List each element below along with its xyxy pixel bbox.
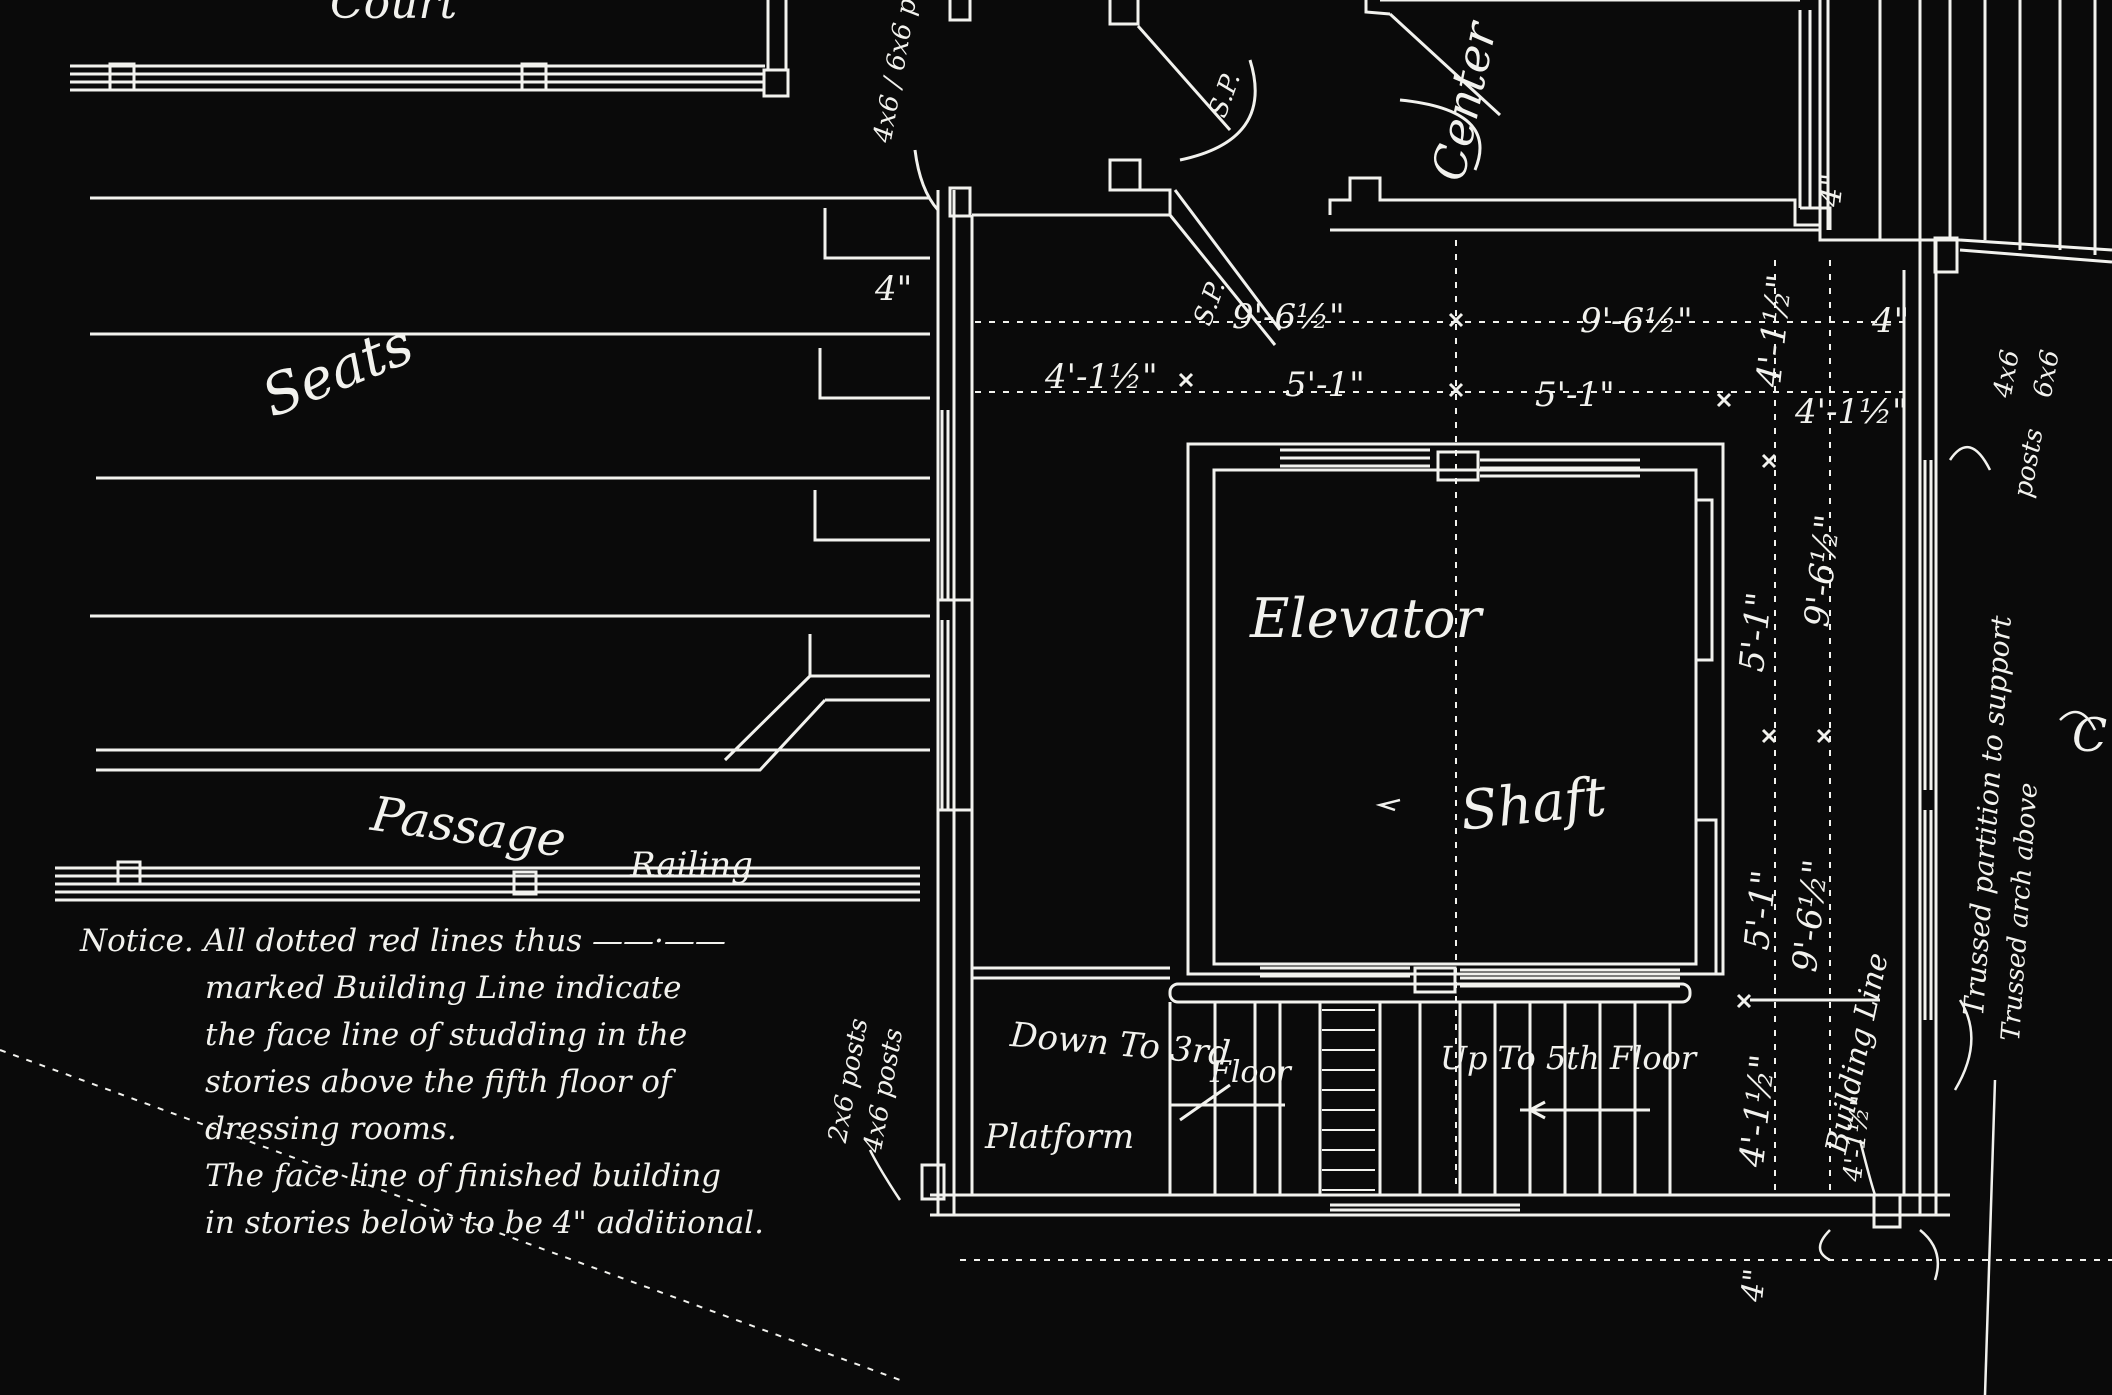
shaft-label: Shaft bbox=[1457, 764, 1609, 843]
notice-line-6: The face line of finished building bbox=[205, 1158, 722, 1194]
dim-4in-top: 4" bbox=[1872, 301, 1910, 341]
notice-line-4: stories above the fifth floor of bbox=[205, 1064, 672, 1100]
shaft-walls bbox=[920, 158, 1960, 1229]
stair-hatch bbox=[1322, 1009, 1375, 1191]
c-right-label: C bbox=[2072, 708, 2108, 762]
dim-9-6-b: 9'-6½" bbox=[1580, 301, 1693, 341]
court-label: Court bbox=[330, 0, 458, 29]
notice-line-2: marked Building Line indicate bbox=[205, 970, 682, 1006]
lower-railing bbox=[55, 860, 920, 902]
dim-4-1-b: 4'-1½" bbox=[1795, 392, 1908, 432]
dim-5-1-a: 5'-1" bbox=[1285, 365, 1365, 405]
notice-text: Notice. All dotted red lines thus ——·—— … bbox=[80, 918, 880, 1247]
seat-rows bbox=[90, 196, 930, 772]
notice-line-1: Notice. All dotted red lines thus ——·—— bbox=[80, 923, 726, 959]
dim-5-1-b: 5'-1" bbox=[1535, 375, 1615, 415]
leader-lines bbox=[868, 445, 2097, 1395]
elevator-label: Elevator bbox=[1250, 587, 1482, 650]
dim-4-1-a: 4'-1½" bbox=[1045, 357, 1158, 397]
stair-grid bbox=[1168, 982, 1880, 1195]
vdim-5-1-a: 5'-1" bbox=[1732, 590, 1781, 674]
dim-4in-bottom: 4" bbox=[1735, 1266, 1774, 1304]
top-railing bbox=[70, 62, 790, 98]
post-4x6-label: 4x6 bbox=[1988, 347, 2026, 400]
dim-4in-right: 4" bbox=[1813, 171, 1852, 209]
post-6x6-label: 6x6 bbox=[2028, 347, 2066, 400]
dimension-lines bbox=[0, 240, 2112, 1381]
up-to-5th-label: Up To 5th Floor bbox=[1440, 1039, 1697, 1077]
vdim-5-1-b: 5'-1" bbox=[1737, 868, 1786, 952]
railing-label: Railing bbox=[630, 845, 753, 885]
platform-label: Platform bbox=[985, 1117, 1135, 1157]
floor-label: Floor bbox=[1210, 1055, 1291, 1090]
cross-marks bbox=[1178, 312, 1832, 1009]
notice-line-7: in stories below to be 4" additional. bbox=[205, 1205, 764, 1241]
dim-9-6-a: 9'-6½" bbox=[1232, 297, 1345, 337]
top-doorways bbox=[913, 0, 2112, 264]
notice-line-3: the face line of studding in the bbox=[205, 1017, 688, 1053]
notice-line-5: dressing rooms. bbox=[205, 1111, 457, 1147]
dim-4in-left: 4" bbox=[875, 269, 913, 309]
